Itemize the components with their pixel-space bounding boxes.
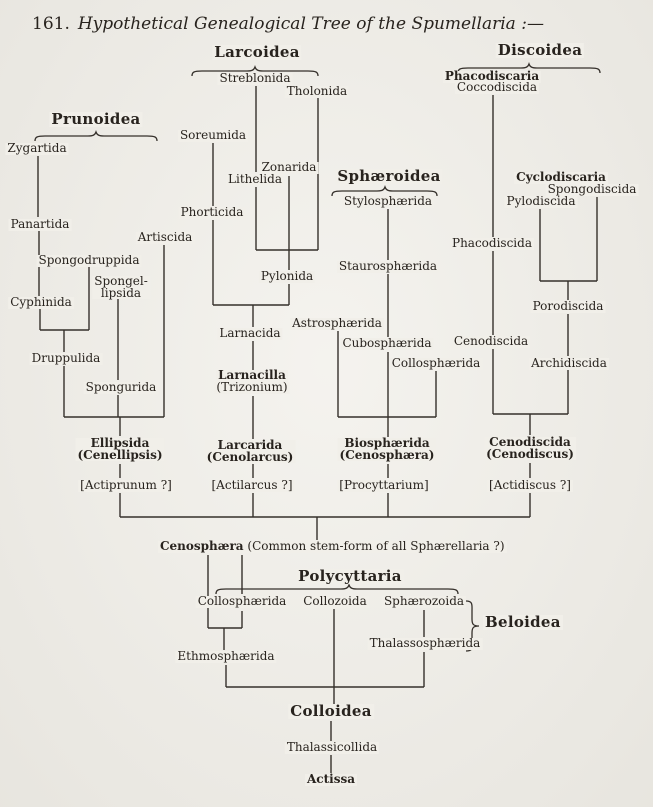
node-collozoida: Collozoida	[301, 594, 369, 608]
node-porodiscida: Porodiscida	[530, 299, 606, 313]
node-sphaerozoida: Sphærozoida	[381, 594, 467, 608]
node-staurosphaerida: Staurosphærida	[336, 259, 440, 273]
cenosphaera-name: Cenosphæra	[160, 539, 244, 553]
node-artiscida: Artiscida	[135, 230, 195, 244]
node-coccodiscida: Coccodiscida	[454, 80, 540, 94]
node-actidiscus: [Actidiscus ?]	[487, 478, 573, 492]
node-biosphaerida: Biosphærida (Cenosphæra)	[337, 436, 437, 462]
node-larcarida: Larcarida (Cenolarcus)	[204, 438, 296, 464]
node-actissa: Actissa	[304, 772, 358, 786]
node-lithelida: Lithelida	[226, 172, 284, 186]
node-cubosphaerida: Cubosphærida	[340, 336, 434, 350]
node-collosphaerida-sphaeroidea: Collosphærida	[389, 356, 483, 370]
figure-title-text: Hypothetical Genealogical Tree of the Sp…	[77, 14, 544, 34]
figure-title: 161. Hypothetical Genealogical Tree of th…	[32, 14, 544, 34]
node-spongodiscida: Spongodiscida	[545, 182, 639, 196]
cenosphaera-note: (Common stem-form of all Sphærellaria ?)	[247, 539, 505, 553]
node-zygartida: Zygartida	[5, 141, 69, 155]
node-streblonida: Streblonida	[217, 71, 293, 85]
node-collosphaerida-polycyttaria: Collosphærida	[195, 594, 289, 608]
node-ellipsida: Ellipsida (Cenellipsis)	[75, 436, 165, 462]
group-header-beloidea: Beloidea	[483, 613, 563, 631]
node-panartida: Panartida	[8, 217, 72, 231]
node-larnacida: Larnacida	[217, 326, 283, 340]
node-zonarida: Zonarida	[259, 160, 319, 174]
node-tholonida: Tholonida	[284, 84, 350, 98]
group-header-larcoidea: Larcoidea	[212, 43, 302, 61]
group-header-polycyttaria: Polycyttaria	[296, 567, 404, 585]
node-archidiscida: Archidiscida	[529, 356, 609, 370]
node-procyttarium: [Procyttarium]	[337, 478, 431, 492]
larcoidea-brace	[191, 64, 319, 77]
discoidea-brace	[457, 61, 601, 74]
node-phorticida: Phorticida	[178, 205, 246, 219]
figure-number: 161.	[32, 14, 70, 34]
polycyttaria-brace	[215, 582, 459, 595]
node-spongodruppida: Spongodruppida	[36, 253, 142, 267]
node-cenodiscus: Cenodiscida (Cenodiscus)	[484, 435, 576, 461]
node-phacodiscida: Phacodiscida	[450, 236, 534, 250]
tree-connectors	[37, 86, 598, 773]
group-header-discoidea: Discoidea	[495, 41, 585, 59]
node-cenosphaera: Cenosphæra (Common stem-form of all Sphæ…	[158, 539, 507, 553]
node-soreumida: Soreumida	[177, 128, 249, 142]
node-pylonida: Pylonida	[258, 269, 316, 283]
node-cenodiscida: Cenodiscida	[451, 334, 531, 348]
node-cyclodiscaria: Cyclodiscaria	[514, 170, 608, 184]
node-spongurida: Spongurida	[83, 380, 159, 394]
node-thalassicollida: Thalassicollida	[284, 740, 380, 754]
group-header-sphaeroidea: Sphæroidea	[335, 167, 443, 185]
node-larnacilla: Larnacilla	[216, 368, 288, 382]
node-trizonium: (Trizonium)	[214, 380, 290, 394]
prunoidea-brace	[34, 129, 158, 142]
group-header-prunoidea: Prunoidea	[49, 110, 143, 128]
node-actiprunum: [Actiprunum ?]	[78, 478, 174, 492]
node-ethmosphaerida: Ethmosphærida	[175, 649, 277, 663]
node-pylodiscida: Pylodiscida	[504, 194, 578, 208]
node-actilarcus: [Actilarcus ?]	[209, 478, 295, 492]
node-thalassosphaerida: Thalassosphærida	[367, 636, 483, 650]
node-druppulida: Druppulida	[29, 351, 103, 365]
node-cyphinida: Cyphinida	[8, 295, 74, 309]
node-stylosphaerida: Stylosphærida	[341, 194, 435, 208]
group-header-colloidea: Colloidea	[288, 702, 374, 720]
node-spongellipsida: Spongel- lipsida	[92, 274, 150, 300]
sphaeroidea-brace	[331, 184, 438, 197]
node-astrosphaerida: Astrosphærida	[290, 316, 384, 330]
node-phacodiscaria: Phacodiscaria	[442, 69, 542, 83]
